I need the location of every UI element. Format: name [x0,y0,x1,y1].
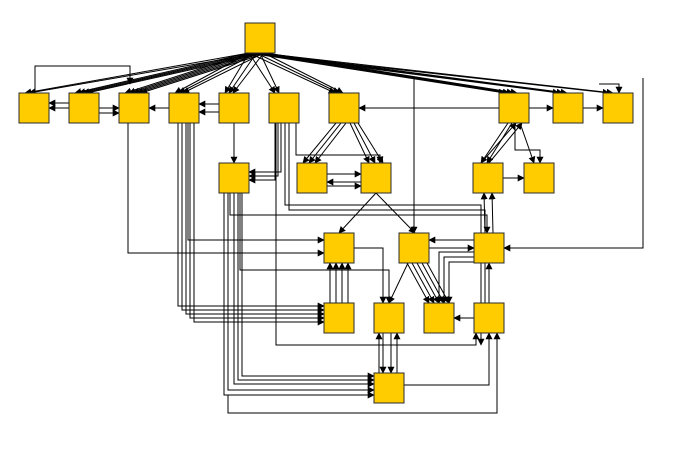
node-r1j [602,92,634,124]
edge-80 [411,262,435,304]
edge-10 [140,52,267,95]
edge-50 [349,122,370,164]
node-r1e [218,92,250,124]
edge-72 [503,78,644,252]
edge-4 [82,52,261,96]
node-r4d [473,302,505,334]
edge-105 [233,193,375,388]
edge-81 [416,262,440,304]
edge-94 [185,123,325,318]
edge-78 [388,262,409,304]
edge-87 [239,193,393,304]
node-r1a [18,92,50,124]
edge-26 [248,52,560,96]
node-root [244,22,276,54]
edge-62 [480,122,517,164]
edge-30 [259,52,614,96]
edge-0 [24,52,250,96]
edge-89 [445,261,474,304]
edge-71 [187,123,325,244]
node-r5a [373,372,405,404]
node-r1g [328,92,360,124]
edge-70 [127,123,325,257]
edge-63 [488,122,523,164]
edge-109 [227,332,501,414]
node-r1i [552,92,584,124]
edge-29 [248,52,610,96]
node-r2c [360,162,392,194]
edge-92 [177,123,325,310]
edge-20 [256,52,340,94]
edge-59 [519,122,536,164]
edge-90 [435,251,474,304]
edge-11 [174,52,250,94]
edge-107 [241,193,375,380]
edge-48 [308,122,342,164]
node-r2a [218,162,250,194]
node-r1f [268,92,300,124]
edge-45 [248,123,279,180]
edge-12 [178,52,257,94]
edge-86 [354,247,387,304]
node-r4b [373,302,405,334]
edge-83 [426,262,450,304]
node-r3b [398,232,430,264]
edge-67 [488,192,496,234]
edge-49 [314,122,347,164]
edge-2 [74,52,250,95]
edge-7 [128,52,254,95]
edge-73 [229,193,491,234]
edge-58 [486,122,513,164]
node-r2e [523,162,555,194]
edge-17 [248,52,276,94]
edge-82 [421,262,445,304]
edge-93 [181,123,325,314]
edge-44 [248,123,276,184]
edge-95 [189,123,325,322]
node-r1d [168,92,200,124]
edge-65 [375,192,416,234]
edges-layer [24,52,644,414]
edge-6 [124,52,250,95]
edge-88 [440,256,474,304]
edge-60 [514,123,544,164]
edge-28 [263,52,568,96]
edge-42 [599,83,623,94]
edge-3 [78,52,255,96]
edge-104 [227,193,375,394]
edge-96 [193,123,325,326]
edge-97 [284,123,485,346]
edge-53 [295,123,384,164]
edge-41 [34,65,134,93]
edge-22 [248,52,506,96]
node-r1c [118,92,150,124]
node-r3c [473,232,505,264]
edge-47 [302,122,337,164]
edge-108 [404,332,493,386]
edge-16 [232,52,265,94]
edge-21 [263,52,344,94]
node-r1h [498,92,530,124]
edge-13 [182,52,264,94]
node-r1b [68,92,100,124]
node-r3a [323,232,355,264]
node-r4a [323,302,355,334]
edge-106 [237,193,375,384]
edge-79 [406,262,430,304]
edge-46 [248,123,282,176]
edge-9 [136,52,263,95]
edge-103 [223,193,375,399]
nodes-layer [18,22,634,404]
edge-98 [288,123,489,334]
edge-19 [248,52,336,94]
node-r2d [472,162,504,194]
edge-51 [353,122,376,164]
node-r2b [296,162,328,194]
node-r4c [423,302,455,334]
edge-52 [357,122,384,164]
edge-110 [275,123,480,346]
edge-64 [338,192,377,234]
edge-57 [480,122,509,164]
